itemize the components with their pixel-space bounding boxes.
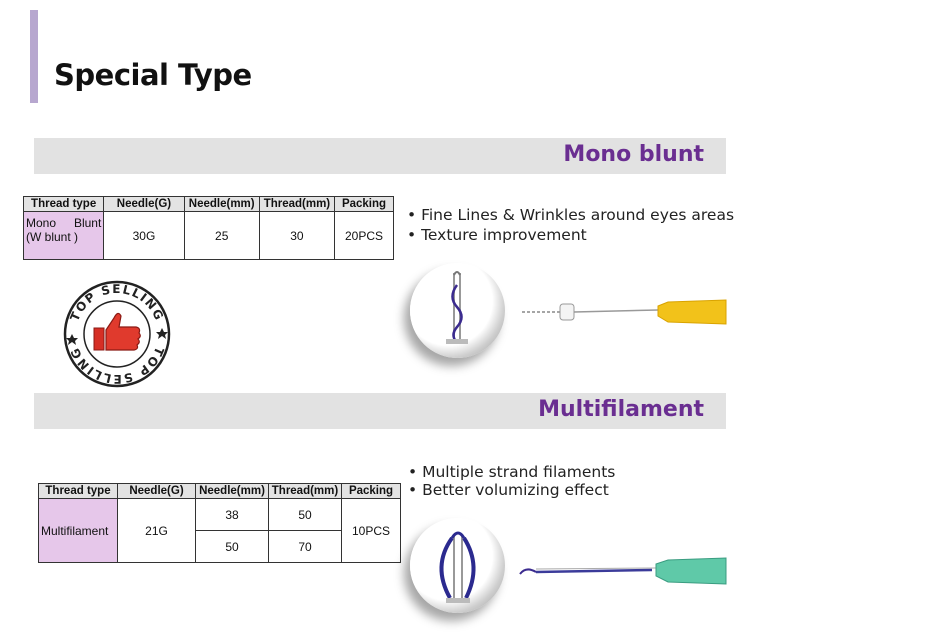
list-item: • Fine Lines & Wrinkles around eyes area… bbox=[407, 206, 735, 224]
header-cell: Needle(mm) bbox=[195, 483, 269, 499]
thumbs-up-icon bbox=[93, 312, 141, 351]
table-row: Multifilament 21G 38 50 10PCS bbox=[38, 498, 401, 563]
table-row: 50 70 bbox=[39, 530, 401, 563]
table-row: Mono Blunt (W blunt ) 30G 25 30 20PCS bbox=[22, 211, 394, 260]
section-title: Mono blunt bbox=[563, 142, 704, 167]
packing-cell: 10PCS bbox=[341, 498, 401, 563]
thread-type-cell: Mono Blunt (W blunt ) bbox=[22, 211, 105, 260]
thread-type-sub: (W blunt ) bbox=[26, 229, 79, 244]
header-cell: Needle(G) bbox=[117, 483, 196, 499]
section-header-mono-blunt: Mono blunt bbox=[34, 138, 726, 174]
mono-blunt-needle-image bbox=[522, 299, 727, 325]
thread-mm-cell: 70 bbox=[268, 530, 342, 563]
filament-tip-illustration bbox=[439, 531, 476, 603]
header-cell: Thread type bbox=[22, 196, 105, 212]
header-cell: Thread type bbox=[38, 483, 118, 499]
thread-type-word: Blunt bbox=[73, 215, 102, 230]
table-header-row: Thread type Needle(G) Needle(mm) Thread(… bbox=[38, 483, 401, 499]
packing-cell: 20PCS bbox=[334, 211, 394, 260]
header-cell: Needle(G) bbox=[103, 196, 185, 212]
bullet-list-mono-blunt: • Fine Lines & Wrinkles around eyes area… bbox=[407, 205, 734, 245]
title-accent-bar bbox=[30, 10, 38, 103]
list-item: • Texture improvement bbox=[407, 226, 587, 244]
header-cell: Packing bbox=[341, 483, 401, 499]
table-header-row: Thread type Needle(G) Needle(mm) Thread(… bbox=[22, 196, 394, 212]
needle-mm-cell: 38 bbox=[195, 498, 269, 531]
header-cell: Needle(mm) bbox=[183, 196, 260, 212]
thread-mm-cell: 30 bbox=[258, 211, 336, 260]
blunt-tip-illustration bbox=[446, 271, 468, 344]
section-title: Multifilament bbox=[538, 397, 704, 422]
header-cell: Thread(mm) bbox=[268, 483, 342, 499]
thread-type-word: Mono bbox=[26, 215, 57, 230]
thread-type-cell: Multifilament bbox=[38, 498, 118, 563]
list-item: • Multiple strand filaments bbox=[408, 463, 616, 481]
spec-table-mono-blunt: Thread type Needle(G) Needle(mm) Thread(… bbox=[22, 196, 394, 260]
needle-mm-cell: 50 bbox=[195, 530, 269, 563]
multifilament-needle-image bbox=[519, 557, 727, 585]
header-cell: Thread(mm) bbox=[258, 196, 336, 212]
thread-mm-cell: 50 bbox=[268, 498, 342, 531]
star-icon bbox=[66, 328, 168, 345]
header-cell: Packing bbox=[334, 196, 394, 212]
top-selling-badge: TOP SELLING TOP SELLING bbox=[63, 280, 171, 388]
page-title: Special Type bbox=[54, 58, 252, 92]
needle-g-cell: 30G bbox=[103, 211, 185, 260]
needle-g-cell: 21G bbox=[117, 498, 196, 563]
spec-table-multifilament: Thread type Needle(G) Needle(mm) Thread(… bbox=[38, 483, 401, 563]
bullet-list-multifilament: • Multiple strand filaments • Better vol… bbox=[408, 463, 615, 499]
list-item: • Better volumizing effect bbox=[408, 481, 609, 499]
section-header-multifilament: Multifilament bbox=[34, 393, 726, 429]
needle-mm-cell: 25 bbox=[183, 211, 260, 260]
